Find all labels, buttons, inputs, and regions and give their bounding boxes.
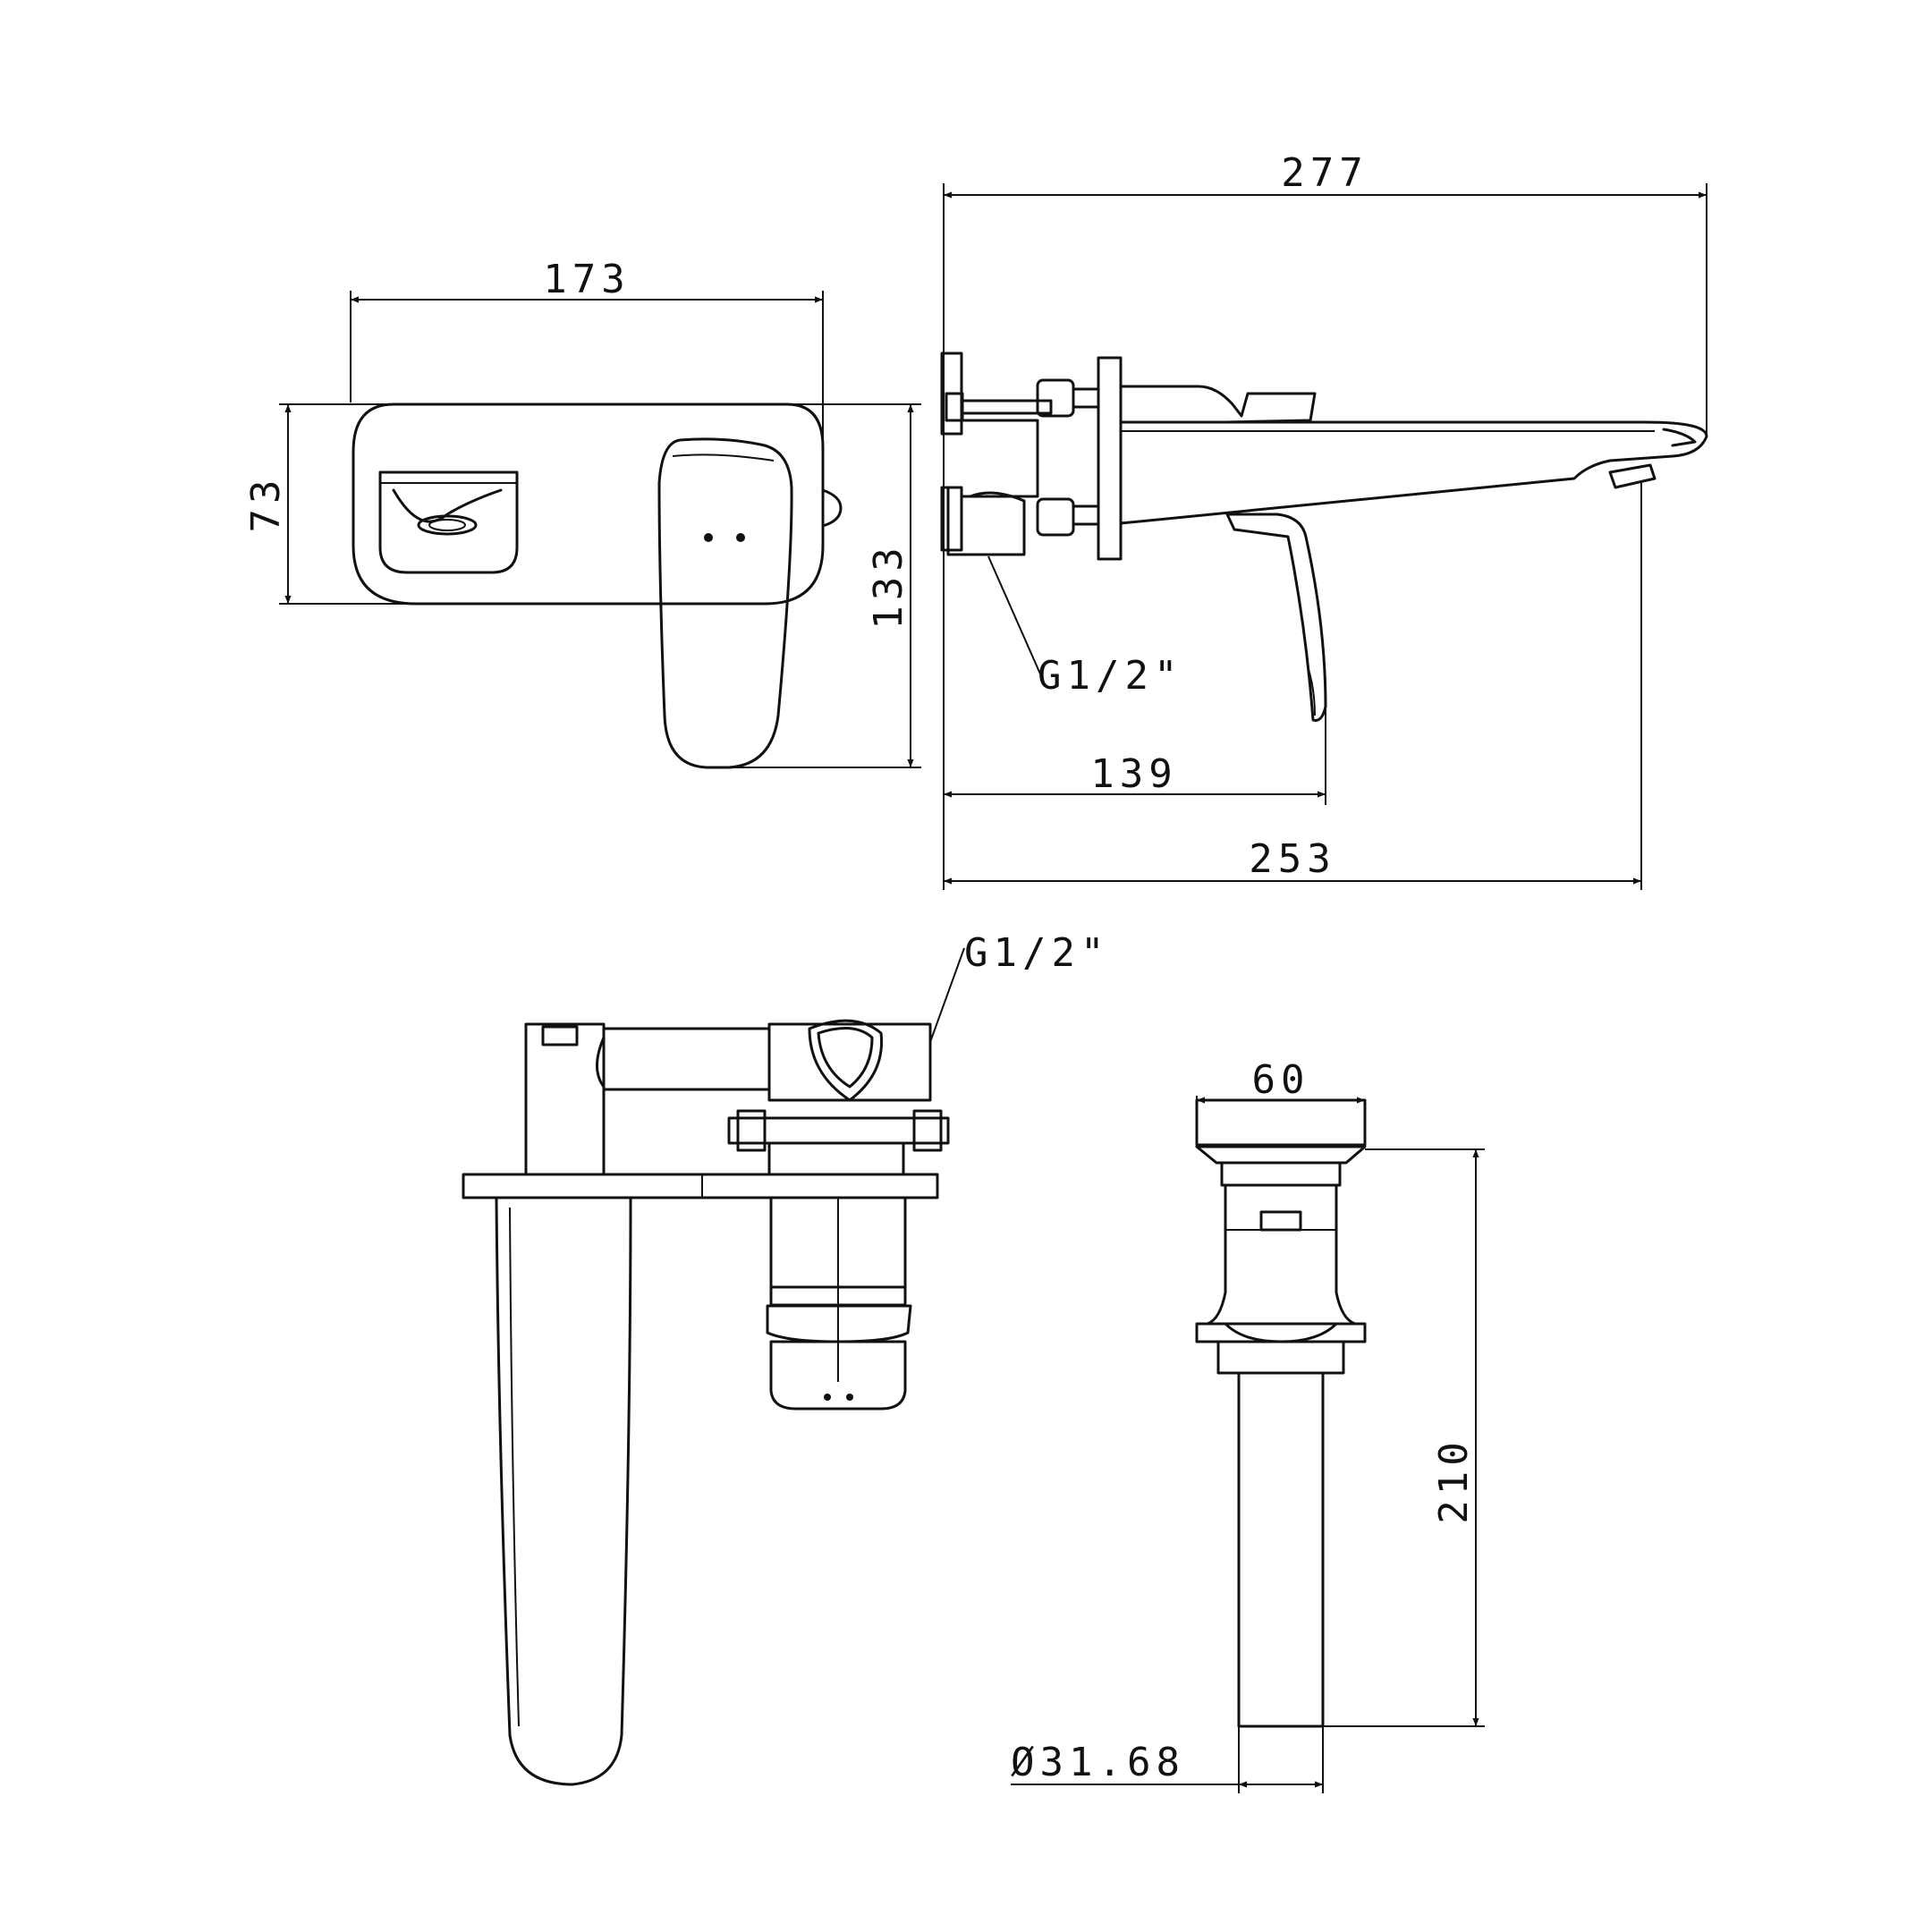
dim-73-label: 73 (243, 475, 289, 533)
dim-31-68-label: Ø31.68 (1011, 1740, 1185, 1785)
dim-277-label: 277 (1281, 150, 1368, 196)
dim-139-label: 139 (1090, 751, 1177, 797)
side-dimensions: 277 139 253 (943, 150, 1707, 890)
front-dimensions: 173 73 133 (243, 257, 921, 768)
dim-210-label: 210 (1431, 1436, 1477, 1523)
side-thread-label: G1/2" (1038, 653, 1182, 699)
dim-253-label: 253 (1249, 836, 1335, 882)
waste-view (1195, 1098, 1367, 1728)
dim-60-label: 60 (1252, 1057, 1310, 1103)
top-thread-label: G1/2" (964, 930, 1109, 976)
dim-133-label: 133 (866, 542, 911, 629)
side-view: G1/2" (940, 352, 1708, 722)
front-view (352, 402, 843, 769)
waste-dimensions: 60 210 Ø31.68 (1011, 1057, 1485, 1793)
top-view: G1/2" (462, 930, 1109, 1786)
dim-173-label: 173 (543, 257, 630, 302)
